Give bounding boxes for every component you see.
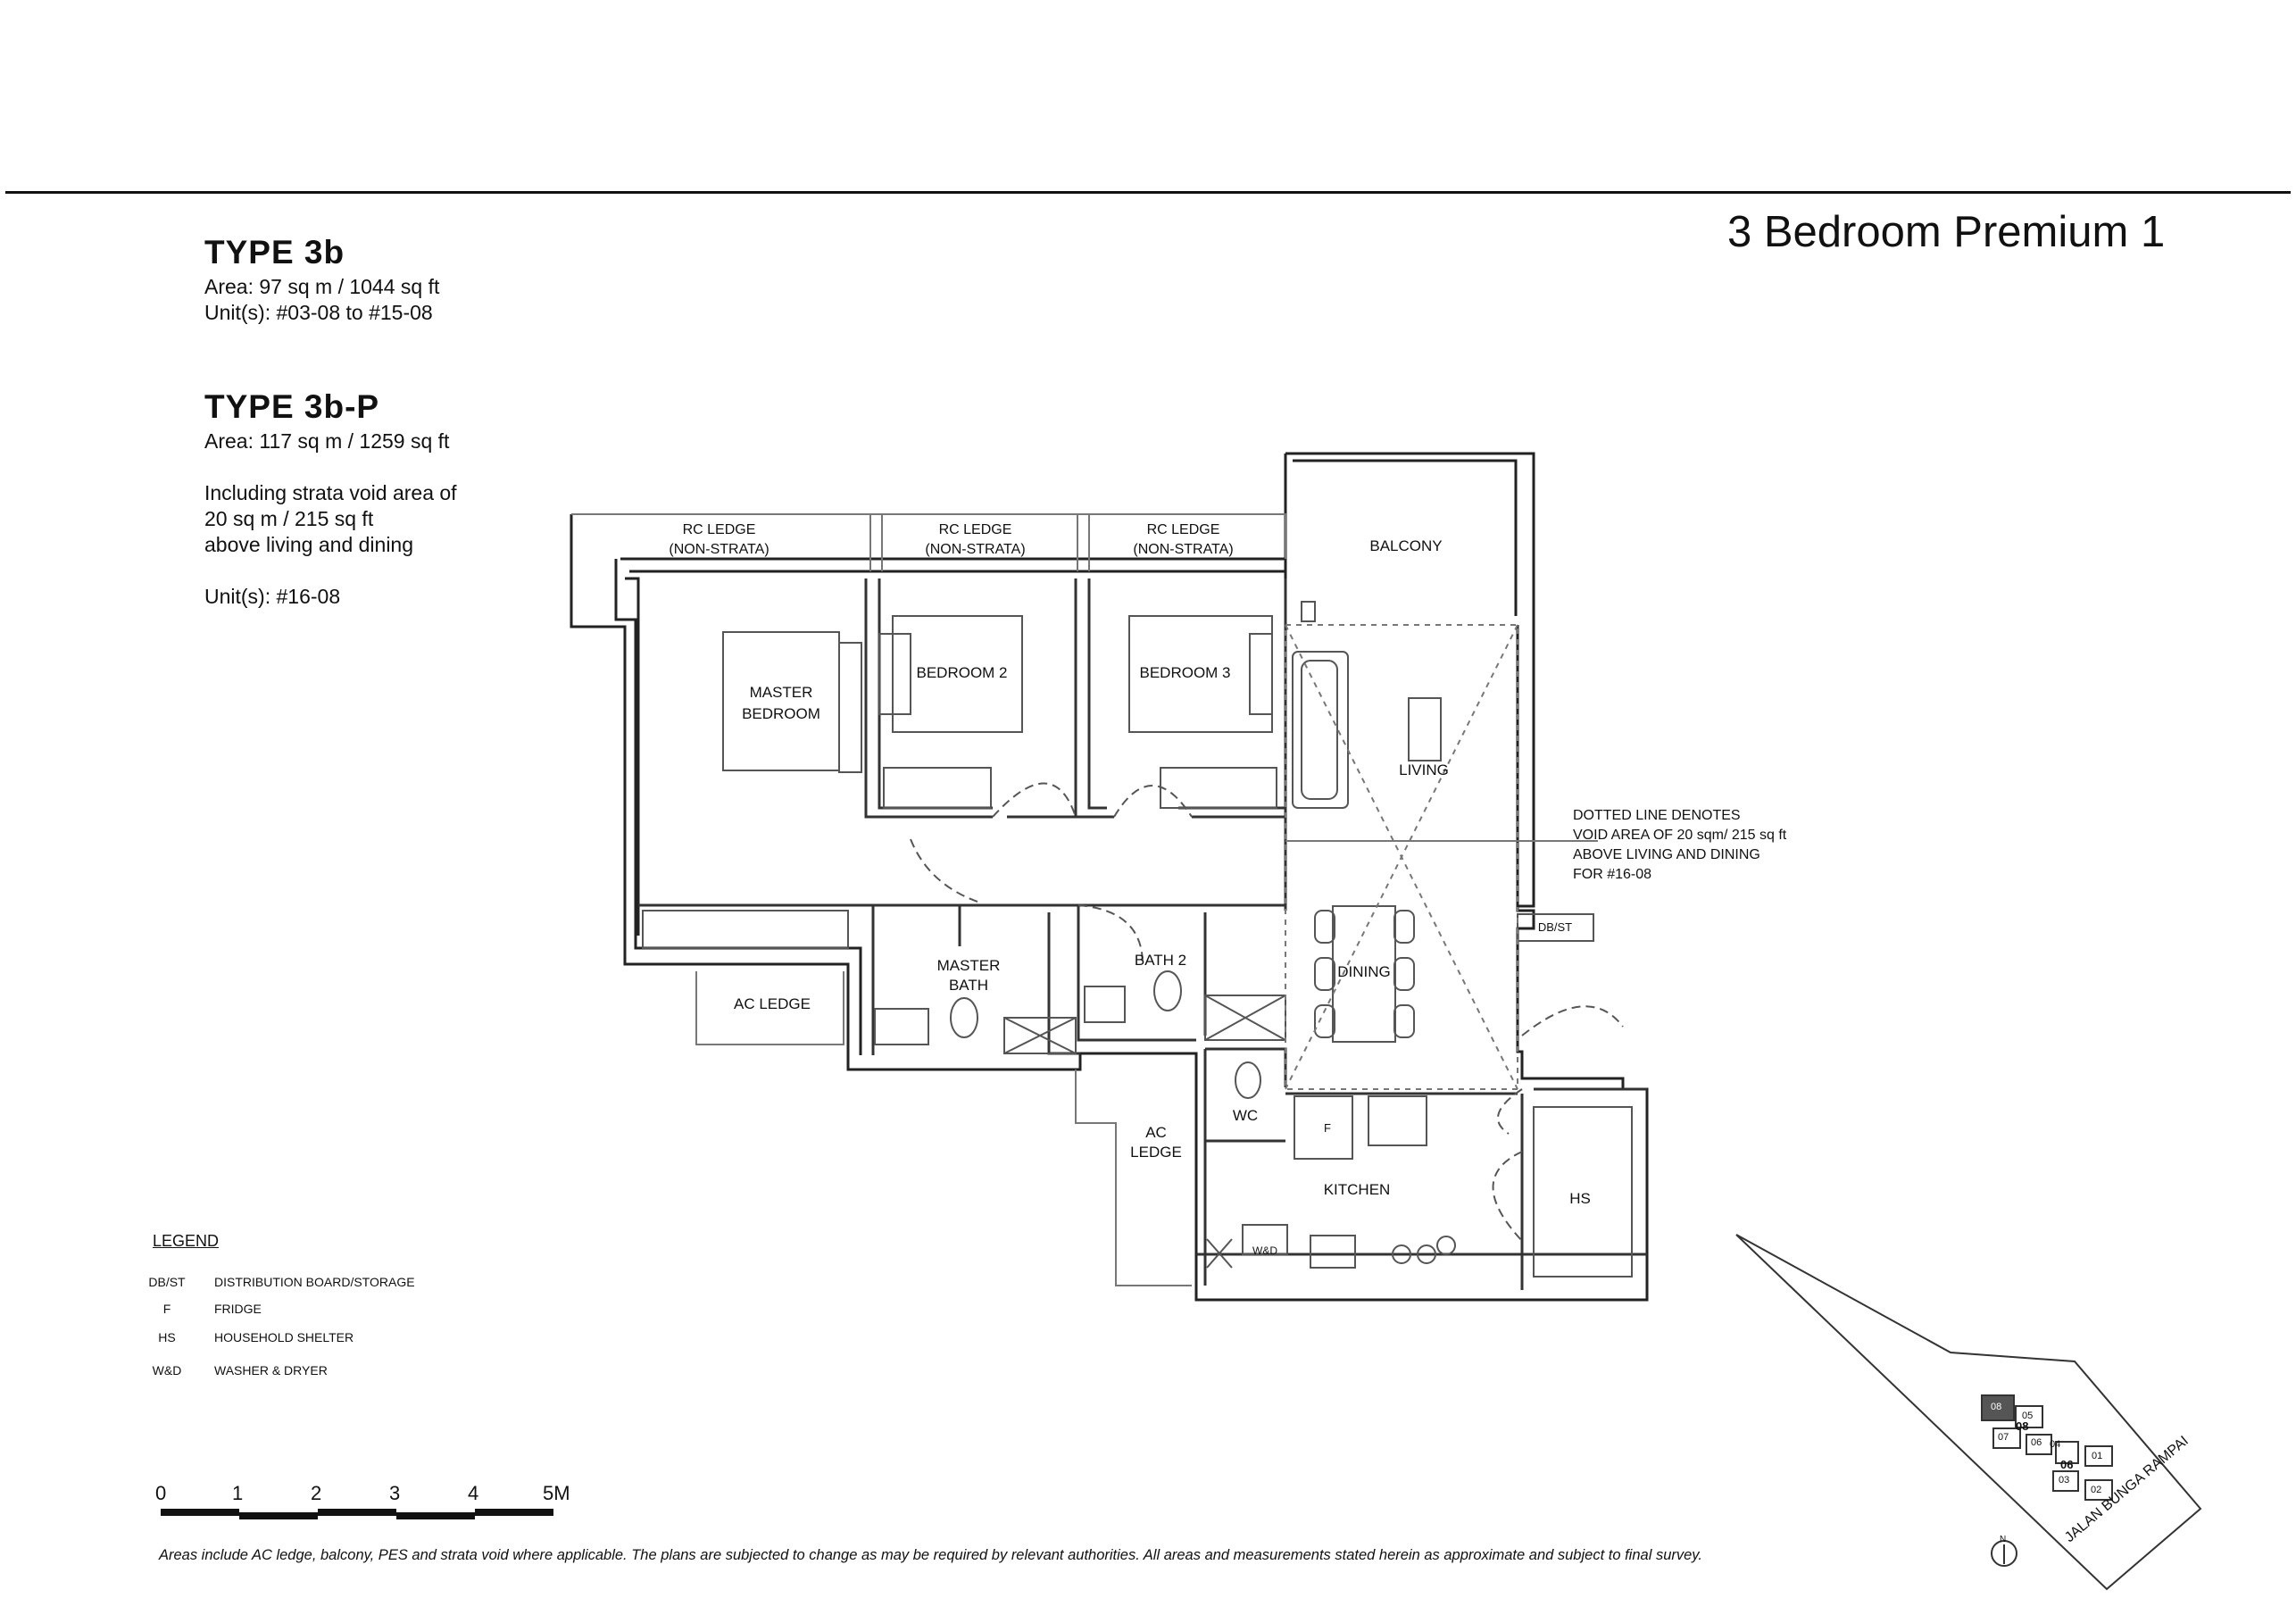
footnote: Areas include AC ledge, balcony, PES and…	[159, 1547, 1702, 1563]
keyplan-unit-01: 01	[2092, 1451, 2103, 1461]
ac-ledge-label-1: AC LEDGE	[734, 995, 811, 1012]
rc-ledge-label-2: RC LEDGE (NON-STRATA)	[888, 520, 1062, 560]
void-note-line-4: FOR #16-08	[1573, 867, 1652, 882]
type-3b-units: Unit(s): #03-08 to #15-08	[204, 301, 433, 324]
rc-ledge-3-line-1: RC LEDGE	[1146, 522, 1220, 537]
page-title: 3 Bedroom Premium 1	[1727, 208, 2166, 256]
keyplan-block-08: 08	[2016, 1419, 2029, 1433]
master-bedroom-line-2: BEDROOM	[742, 705, 820, 722]
legend-desc-dbst: DISTRIBUTION BOARD/STORAGE	[214, 1275, 415, 1289]
scale-label-1: 1	[232, 1482, 244, 1504]
dining-label: DINING	[1337, 963, 1391, 980]
master-bath-line-1: MASTER	[936, 957, 1001, 974]
coffee-table	[1408, 697, 1442, 762]
void-note-line-2: VOID AREA OF 20 sqm/ 215 sq ft	[1573, 828, 1787, 843]
sofa-outline	[1292, 651, 1349, 809]
master-bedroom-label: MASTER BEDROOM	[714, 682, 848, 725]
scale-label-5m: 5M	[543, 1482, 570, 1504]
fridge-box	[1294, 1095, 1353, 1160]
keyplan-unit-08: 08	[1991, 1402, 2002, 1412]
keyplan-unit-03: 03	[2059, 1475, 2070, 1486]
keyplan-north: N	[2000, 1535, 2007, 1544]
keyplan-unit-06: 06	[2031, 1437, 2042, 1448]
rc-ledge-1-line-2: (NON-STRATA)	[669, 542, 769, 557]
scale-bar	[161, 1509, 553, 1519]
hs-box	[1533, 1106, 1633, 1278]
bedroom2-bed-outline	[892, 615, 1023, 733]
ac-ledge-2-line-2: LEDGE	[1130, 1144, 1182, 1161]
type-3bp-void-line-2: 20 sq m / 215 sq ft	[204, 507, 374, 530]
void-dotted-lines	[1285, 624, 1518, 1090]
rc-ledges	[571, 513, 1286, 1286]
kitchen-label: KITCHEN	[1323, 1181, 1391, 1198]
bedroom-2-label: BEDROOM 2	[916, 664, 1008, 681]
dbst-label: DB/ST	[1537, 920, 1573, 934]
keyplan-unit-02: 02	[2091, 1485, 2102, 1495]
bath-2-label: BATH 2	[1134, 952, 1187, 969]
master-bath-label: MASTER BATH	[924, 956, 1013, 995]
type-3bp-void-line-1: Including strata void area of	[204, 481, 457, 504]
wd-box	[1242, 1224, 1288, 1255]
living-label: LIVING	[1399, 762, 1449, 778]
scale-label-3: 3	[389, 1482, 401, 1504]
master-bedroom-line-1: MASTER	[749, 684, 813, 701]
door-swings	[910, 782, 1624, 1242]
keyplan-block-06: 06	[2060, 1458, 2074, 1471]
master-bath-line-2: BATH	[948, 977, 989, 994]
type-3bp-area: Area: 117 sq m / 1259 sq ft	[204, 429, 450, 453]
keyplan-unit-07: 07	[1998, 1432, 2009, 1443]
exterior-walls	[570, 452, 1649, 1302]
bedroom-3-label: BEDROOM 3	[1139, 664, 1231, 681]
void-note-line-3: ABOVE LIVING AND DINING	[1573, 847, 1760, 862]
type-3bp-void-line-3: above living and dining	[204, 533, 414, 556]
legend-abbr-f: F	[162, 1302, 171, 1316]
keyplan-unit-05: 05	[2022, 1411, 2034, 1421]
rc-ledge-2-line-2: (NON-STRATA)	[925, 542, 1026, 557]
header-rule	[5, 191, 2291, 194]
type-3bp-units: Unit(s): #16-08	[204, 585, 341, 608]
rc-ledge-label-1: RC LEDGE (NON-STRATA)	[632, 520, 806, 560]
legend-abbr-dbst: DB/ST	[148, 1275, 186, 1289]
type-3bp-title: TYPE 3b-P	[204, 388, 380, 425]
rc-ledge-3-line-2: (NON-STRATA)	[1133, 542, 1234, 557]
legend-desc-hs: HOUSEHOLD SHELTER	[214, 1330, 354, 1344]
keyplan	[1735, 1234, 2202, 1591]
scale-label-4: 4	[468, 1482, 479, 1504]
legend-desc-wd: WASHER & DRYER	[214, 1363, 328, 1377]
rc-ledge-label-3: RC LEDGE (NON-STRATA)	[1096, 520, 1270, 560]
type-3b-info: Area: 97 sq m / 1044 sq ft Unit(s): #03-…	[204, 274, 439, 326]
keyplan-unit-04: 04	[2050, 1439, 2061, 1450]
rc-ledge-2-line-1: RC LEDGE	[938, 522, 1012, 537]
scale-label-0: 0	[155, 1482, 167, 1504]
rc-ledge-1-line-1: RC LEDGE	[682, 522, 756, 537]
fridge-label: F	[1324, 1121, 1331, 1135]
scale-label-2: 2	[311, 1482, 322, 1504]
ac-ledge-label-2: AC LEDGE	[1120, 1123, 1192, 1162]
void-note: DOTTED LINE DENOTES VOID AREA OF 20 sqm/…	[1573, 806, 1786, 885]
fixtures	[642, 601, 1633, 1278]
wd-label: W&D	[1252, 1244, 1277, 1257]
legend-abbr-wd: W&D	[152, 1363, 182, 1377]
legend-desc-f: FRIDGE	[214, 1302, 262, 1316]
balcony-label: BALCONY	[1369, 537, 1443, 554]
legend-abbr-hs: HS	[158, 1330, 176, 1344]
ac-ledge-2-line-1: AC	[1145, 1124, 1167, 1141]
wc-label: WC	[1232, 1107, 1259, 1124]
type-3bp-info: Area: 117 sq m / 1259 sq ft Including st…	[204, 429, 457, 610]
legend-title: LEGEND	[153, 1232, 220, 1250]
hs-label: HS	[1569, 1190, 1591, 1207]
type-3b-title: TYPE 3b	[204, 234, 345, 270]
void-note-line-1: DOTTED LINE DENOTES	[1573, 808, 1741, 823]
type-3b-area: Area: 97 sq m / 1044 sq ft	[204, 275, 440, 298]
